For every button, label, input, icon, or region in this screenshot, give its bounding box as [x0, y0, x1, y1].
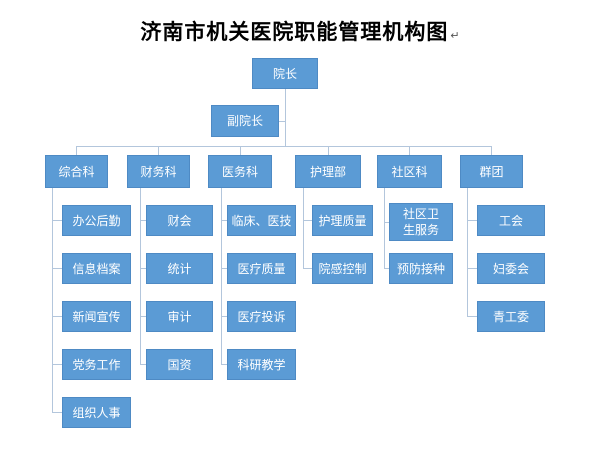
connector-child-stub	[303, 268, 312, 269]
org-node-community-health: 社区卫生服务	[389, 203, 453, 241]
org-node-personnel: 组织人事	[62, 397, 131, 428]
connector-distribution-line	[76, 146, 492, 147]
connector-child-stub	[303, 220, 312, 221]
org-node-accounting: 财会	[146, 205, 213, 236]
connector-dept-stub	[328, 146, 329, 155]
org-node-label: 妇委会	[492, 261, 529, 276]
org-node-label: 新闻宣传	[72, 309, 121, 324]
org-node-audit: 审计	[146, 301, 213, 332]
org-node-label: 社区卫生服务	[402, 207, 439, 237]
connector-col-drop-3	[303, 188, 304, 269]
org-node-label: 组织人事	[72, 405, 121, 420]
org-node-info-archives: 信息档案	[62, 253, 131, 284]
page-title: 济南市机关医院职能管理机构图↵	[0, 16, 600, 46]
org-node-label: 副院长	[226, 114, 263, 128]
org-node-label: 医务科	[221, 164, 258, 179]
org-node-office-logistics: 办公后勤	[62, 205, 131, 236]
org-node-label: 院长	[272, 66, 297, 81]
connector-child-stub	[384, 222, 389, 223]
connector-child-stub	[221, 364, 227, 365]
connector-child-stub	[52, 268, 62, 269]
org-node-label: 社区科	[391, 164, 428, 179]
org-node-label: 工会	[498, 213, 523, 228]
connector-child-stub	[140, 268, 146, 269]
org-node-dept-nursing: 护理部	[295, 155, 361, 188]
connector-col-drop-0	[52, 188, 53, 413]
connector-child-stub	[467, 220, 477, 221]
connector-child-stub	[52, 364, 62, 365]
title-text: 济南市机关医院职能管理机构图	[140, 20, 449, 44]
connector-root-drop	[285, 89, 286, 146]
connector-child-stub	[52, 220, 62, 221]
org-node-research-teaching: 科研教学	[227, 349, 296, 380]
org-node-label: 科研教学	[237, 357, 286, 372]
org-node-state-assets: 国资	[146, 349, 213, 380]
org-node-label: 院感控制	[318, 261, 367, 276]
connector-dept-stub	[409, 146, 410, 155]
org-node-director: 院长	[252, 58, 318, 89]
org-node-label: 综合科	[58, 164, 95, 179]
org-node-label: 党务工作	[72, 357, 121, 372]
connector-child-stub	[140, 220, 146, 221]
org-node-label: 青工委	[492, 309, 529, 324]
org-node-medical-complaints: 医疗投诉	[227, 301, 296, 332]
org-node-infection-control: 院感控制	[312, 253, 373, 284]
org-node-dept-mass-org: 群团	[460, 155, 523, 188]
connector-child-stub	[221, 316, 227, 317]
org-node-medical-quality: 医疗质量	[227, 253, 296, 284]
org-node-vaccination: 预防接种	[389, 253, 453, 284]
connector-child-stub	[221, 220, 227, 221]
connector-child-stub	[140, 316, 146, 317]
org-node-label: 医疗投诉	[237, 309, 286, 324]
connector-dept-stub	[240, 146, 241, 155]
connector-col-drop-2	[221, 188, 222, 365]
connector-child-stub	[52, 412, 62, 413]
connector-dept-stub	[76, 146, 77, 155]
connector-child-stub	[384, 268, 389, 269]
paragraph-mark-icon: ↵	[450, 30, 460, 42]
org-node-party-affairs: 党务工作	[62, 349, 131, 380]
org-node-dept-general: 综合科	[45, 155, 108, 188]
org-node-dept-community: 社区科	[377, 155, 442, 188]
org-node-label: 国资	[167, 357, 192, 372]
org-node-label: 临床、医技	[231, 213, 292, 228]
connector-col-drop-5	[467, 188, 468, 317]
connector-child-stub	[52, 316, 62, 317]
org-node-label: 财会	[167, 213, 192, 228]
org-node-labor-union: 工会	[477, 205, 545, 236]
connector-child-stub	[467, 316, 477, 317]
org-node-label: 财务科	[140, 164, 177, 179]
org-node-label: 预防接种	[396, 261, 445, 276]
connector-child-stub	[467, 268, 477, 269]
org-node-news-publicity: 新闻宣传	[62, 301, 131, 332]
connector-assistant-stub	[279, 121, 286, 122]
org-node-label: 信息档案	[72, 261, 121, 276]
connector-dept-stub	[491, 146, 492, 155]
org-node-deputy-director: 副院长	[211, 105, 279, 137]
org-node-label: 医疗质量	[237, 261, 286, 276]
org-node-label: 审计	[167, 309, 192, 324]
connector-col-drop-4	[384, 188, 385, 269]
org-node-dept-finance: 财务科	[127, 155, 190, 188]
org-node-label: 护理质量	[318, 213, 367, 228]
connector-dept-stub	[158, 146, 159, 155]
connector-child-stub	[221, 268, 227, 269]
org-node-youth-committee: 青工委	[477, 301, 545, 332]
org-node-nursing-quality: 护理质量	[312, 205, 373, 236]
connector-col-drop-1	[140, 188, 141, 365]
org-node-womens-committee: 妇委会	[477, 253, 545, 284]
connector-child-stub	[140, 364, 146, 365]
org-node-clinical-medtech: 临床、医技	[227, 205, 296, 236]
org-node-label: 群团	[479, 164, 504, 179]
org-node-statistics: 统计	[146, 253, 213, 284]
org-node-dept-medical: 医务科	[208, 155, 272, 188]
org-node-label: 护理部	[309, 164, 346, 179]
org-node-label: 办公后勤	[72, 213, 121, 228]
org-node-label: 统计	[167, 261, 192, 276]
